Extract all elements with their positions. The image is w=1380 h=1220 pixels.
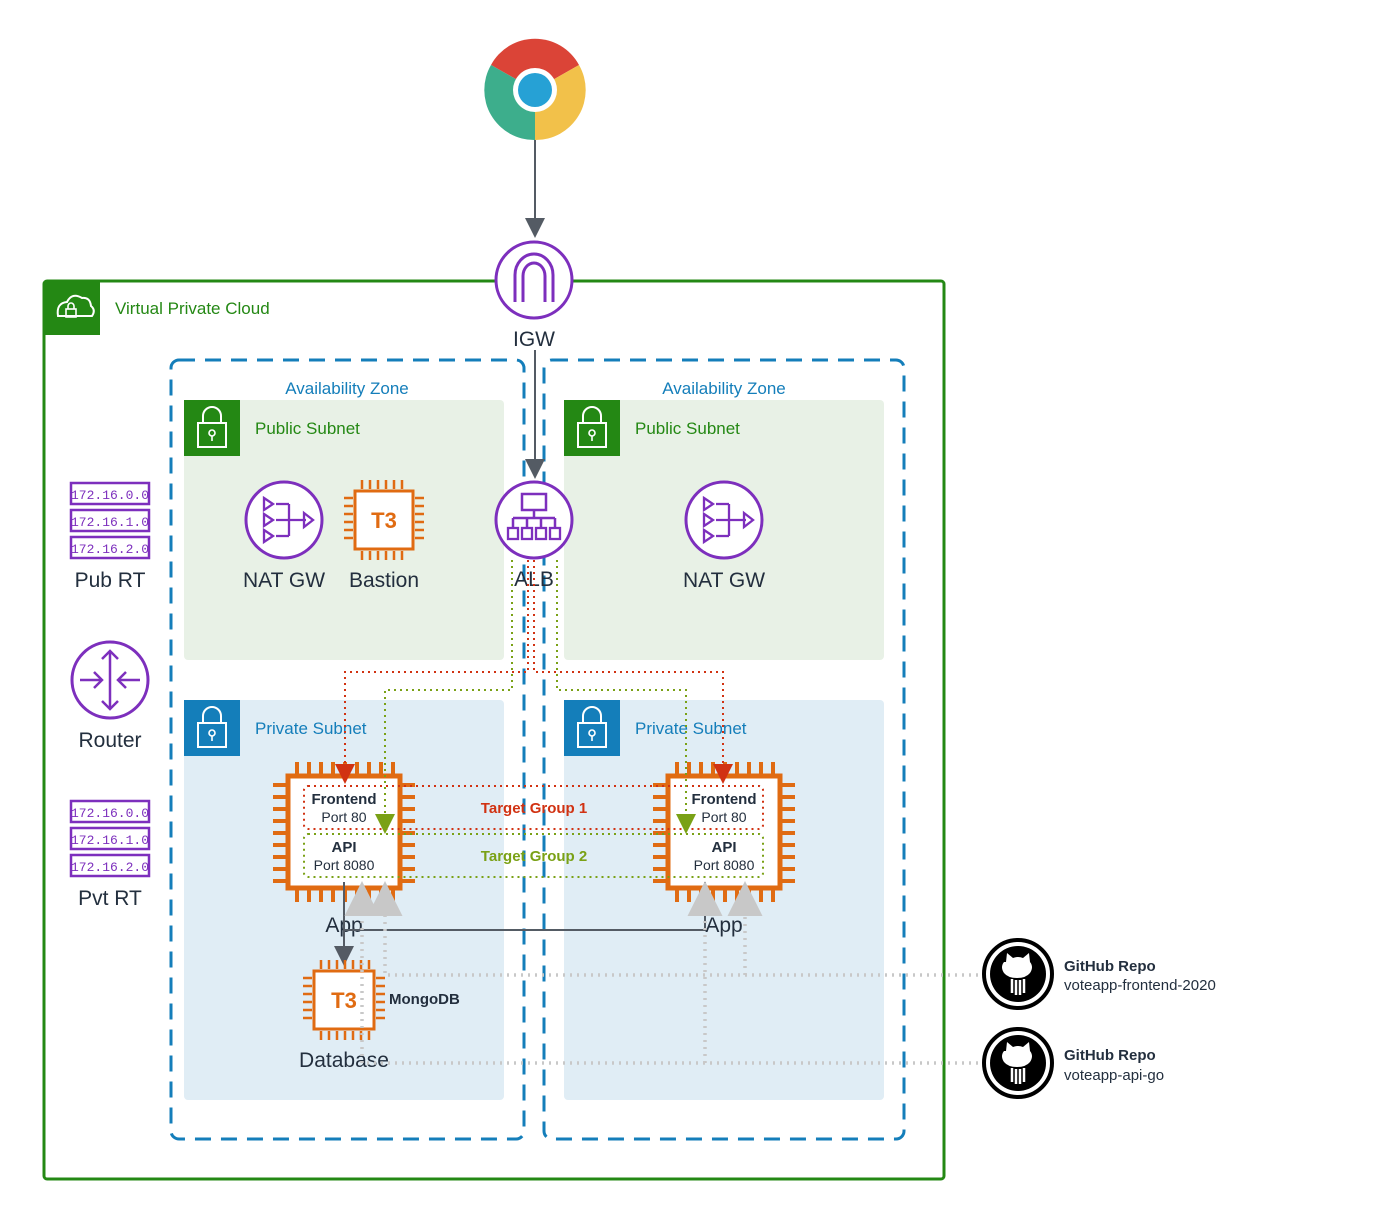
database-t3-instance-icon: T3 [303, 960, 385, 1040]
target-group-2: Target Group 2 [303, 833, 764, 878]
pvt-rt-cidr-3: 172.16.2.0 [71, 860, 149, 875]
vpc-container: Virtual Private Cloud [42, 279, 946, 1181]
nat-gw-2-label: NAT GW [683, 569, 765, 592]
github-icon [982, 1027, 1054, 1099]
load-balancer-icon [494, 480, 574, 560]
lock-icon [184, 700, 240, 756]
alb-to-api-1-connector [375, 560, 513, 834]
repo-1-name: voteapp-frontend-2020 [1064, 977, 1216, 994]
pub-rt-label: Pub RT [75, 569, 146, 592]
app-2-label: App [705, 914, 742, 937]
private-subnet-1-title: Private Subnet [255, 719, 367, 738]
public-subnet-2-title: Public Subnet [635, 419, 740, 438]
chrome-browser-icon [484, 38, 586, 141]
az-2-title: Availability Zone [662, 379, 785, 398]
pvt-rt-cidr-2: 172.16.1.0 [71, 833, 149, 848]
api-2-port: Port 8080 [694, 857, 755, 873]
public-subnet-1-title: Public Subnet [255, 419, 360, 438]
repo-2-name: voteapp-api-go [1064, 1067, 1164, 1084]
internet-gateway-icon [494, 240, 574, 320]
api-1-port: Port 8080 [314, 857, 375, 873]
app-instance-1-chip: Frontend Port 80 API Port 8080 [273, 762, 415, 902]
private-subnet-2-title: Private Subnet [635, 719, 747, 738]
lock-icon [184, 400, 240, 456]
igw-label: IGW [513, 328, 555, 351]
pvt-rt-label: Pvt RT [78, 887, 142, 910]
bastion-chip-text: T3 [371, 508, 397, 533]
lock-icon [564, 400, 620, 456]
bastion-label: Bastion [349, 569, 419, 592]
repo-api-to-app-1-connector [344, 881, 985, 1065]
github-icon [982, 938, 1054, 1010]
router-label: Router [78, 729, 141, 752]
database-label: Database [299, 1049, 389, 1072]
availability-zone-1: Availability Zone [169, 358, 526, 1141]
pvt-rt-cidr-1: 172.16.0.0 [71, 806, 149, 821]
frontend-2-port: Port 80 [701, 809, 746, 825]
alb-to-frontend-2-connector [533, 560, 733, 784]
pub-rt-cidr-2: 172.16.1.0 [71, 515, 149, 530]
private-route-table: 172.16.0.0 172.16.1.0 172.16.2.0 Pvt RT [69, 799, 151, 910]
frontend-2-title: Frontend [692, 791, 757, 808]
nat-gateway-icon [244, 480, 324, 560]
repo-1-title: GitHub Repo [1064, 958, 1156, 975]
target-group-2-label: Target Group 2 [481, 848, 587, 865]
cloud-lock-icon [44, 281, 100, 335]
api-2-title: API [711, 839, 736, 856]
vpc-title: Virtual Private Cloud [115, 299, 270, 318]
frontend-1-title: Frontend [312, 791, 377, 808]
public-route-table: 172.16.0.0 172.16.1.0 172.16.2.0 Pub RT [69, 481, 151, 592]
database-chip-text: T3 [331, 988, 357, 1013]
nat-gw-1-label: NAT GW [243, 569, 325, 592]
ec2-t3-instance-icon: T3 [344, 480, 424, 560]
target-group-1: Target Group 1 [303, 785, 764, 830]
az-1-title: Availability Zone [285, 379, 408, 398]
database-engine-label: MongoDB [389, 991, 460, 1008]
pub-rt-cidr-1: 172.16.0.0 [71, 488, 149, 503]
app-instance-2-chip: Frontend Port 80 API Port 8080 [653, 762, 795, 902]
nat-gateway-icon [684, 480, 764, 560]
api-1-title: API [331, 839, 356, 856]
alb-to-frontend-1-connector [335, 560, 529, 784]
router-icon [70, 640, 150, 720]
availability-zone-2: Availability Zone [542, 358, 906, 1141]
target-group-1-label: Target Group 1 [481, 800, 587, 817]
pub-rt-cidr-3: 172.16.2.0 [71, 542, 149, 557]
lock-icon [564, 700, 620, 756]
frontend-1-port: Port 80 [321, 809, 366, 825]
repo-2-title: GitHub Repo [1064, 1047, 1156, 1064]
repo-frontend-to-app-1-connector [367, 881, 985, 977]
